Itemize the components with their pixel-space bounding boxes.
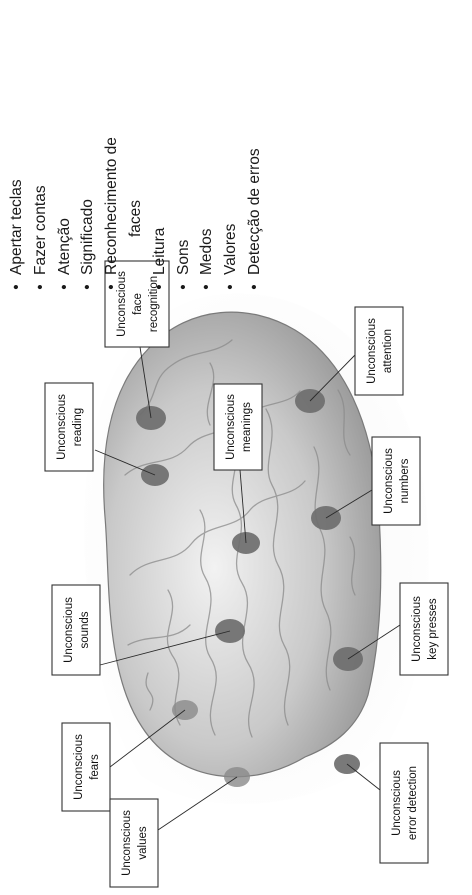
- bullet-item: • Apertar teclas: [5, 137, 29, 295]
- bullet-marker: •: [29, 282, 53, 292]
- bullet-marker: •: [76, 282, 100, 292]
- label-face-recognition-line-2: face: [132, 293, 144, 315]
- bullet-marker: •: [219, 282, 243, 292]
- bullet-item: • Significado: [76, 137, 100, 295]
- bullet-text: Detecção de erros: [246, 148, 263, 275]
- bullet-marker: •: [172, 282, 196, 292]
- bullet-text: Significado: [79, 199, 96, 275]
- label-values-line-2: values: [137, 826, 149, 859]
- bullet-marker: •: [53, 282, 77, 292]
- bullet-item: • Leitura: [148, 137, 172, 295]
- label-meanings-line-2: meanings: [241, 402, 253, 452]
- bullet-item: • Fazer contas: [29, 137, 53, 295]
- label-meanings: Unconscious meanings: [214, 384, 262, 470]
- bullet-text: Atenção: [56, 218, 73, 275]
- label-numbers-line-1: Unconscious: [383, 448, 395, 514]
- label-sounds: Unconscious sounds: [52, 585, 100, 675]
- label-error-detection-line-1: Unconscious: [391, 770, 403, 836]
- bullet-item: • Sons: [172, 137, 196, 295]
- bullet-item: • Detecção de erros: [243, 137, 267, 295]
- bullet-marker: •: [100, 282, 124, 292]
- bullet-text: Apertar teclas: [8, 179, 25, 275]
- label-fears-line-1: Unconscious: [73, 734, 85, 800]
- bullet-marker: •: [148, 282, 172, 292]
- bullet-continuation: faces: [124, 137, 148, 295]
- label-fears: Unconscious fears: [62, 723, 110, 811]
- label-reading: Unconscious reading: [45, 383, 93, 471]
- label-reading-line-2: reading: [72, 408, 84, 446]
- label-sounds-line-2: sounds: [79, 611, 91, 648]
- label-key-presses: Unconscious key presses: [400, 583, 448, 675]
- bullet-marker: •: [243, 282, 267, 292]
- bullet-item: • Medos: [195, 137, 219, 295]
- bullet-marker: •: [195, 282, 219, 292]
- label-sounds-line-1: Unconscious: [63, 597, 75, 663]
- label-fears-line-2: fears: [89, 754, 101, 780]
- bullet-marker: •: [5, 282, 29, 292]
- bullet-text: faces: [127, 200, 144, 237]
- label-numbers-line-2: numbers: [399, 458, 411, 503]
- bullet-text: Valores: [222, 224, 239, 275]
- bullet-text: Sons: [175, 240, 192, 275]
- label-values: Unconscious values: [110, 799, 158, 887]
- label-numbers: Unconscious numbers: [372, 437, 420, 525]
- label-attention-line-1: Unconscious: [366, 318, 378, 384]
- bullet-item: • Valores: [219, 137, 243, 295]
- label-key-presses-line-1: Unconscious: [411, 596, 423, 662]
- label-error-detection-line-2: error detection: [407, 766, 419, 840]
- bullet-text: Medos: [198, 228, 215, 275]
- bullet-item: • Atenção: [53, 137, 77, 295]
- bullet-text: Fazer contas: [32, 185, 49, 275]
- label-reading-line-1: Unconscious: [56, 394, 68, 460]
- bullet-text: Reconhecimento de: [103, 137, 120, 275]
- bullet-text: Leitura: [151, 228, 168, 275]
- label-attention: Unconscious attention: [355, 307, 403, 395]
- label-values-line-1: Unconscious: [121, 810, 133, 876]
- label-error-detection: Unconscious error detection: [380, 743, 428, 863]
- portuguese-bullet-list: •Apertar teclas •Fazer contas •Atenção •…: [5, 137, 267, 295]
- label-meanings-line-1: Unconscious: [225, 394, 237, 460]
- bullet-item: • Reconhecimento de: [100, 137, 124, 295]
- label-attention-line-2: attention: [382, 329, 394, 373]
- label-key-presses-line-2: key presses: [427, 598, 439, 660]
